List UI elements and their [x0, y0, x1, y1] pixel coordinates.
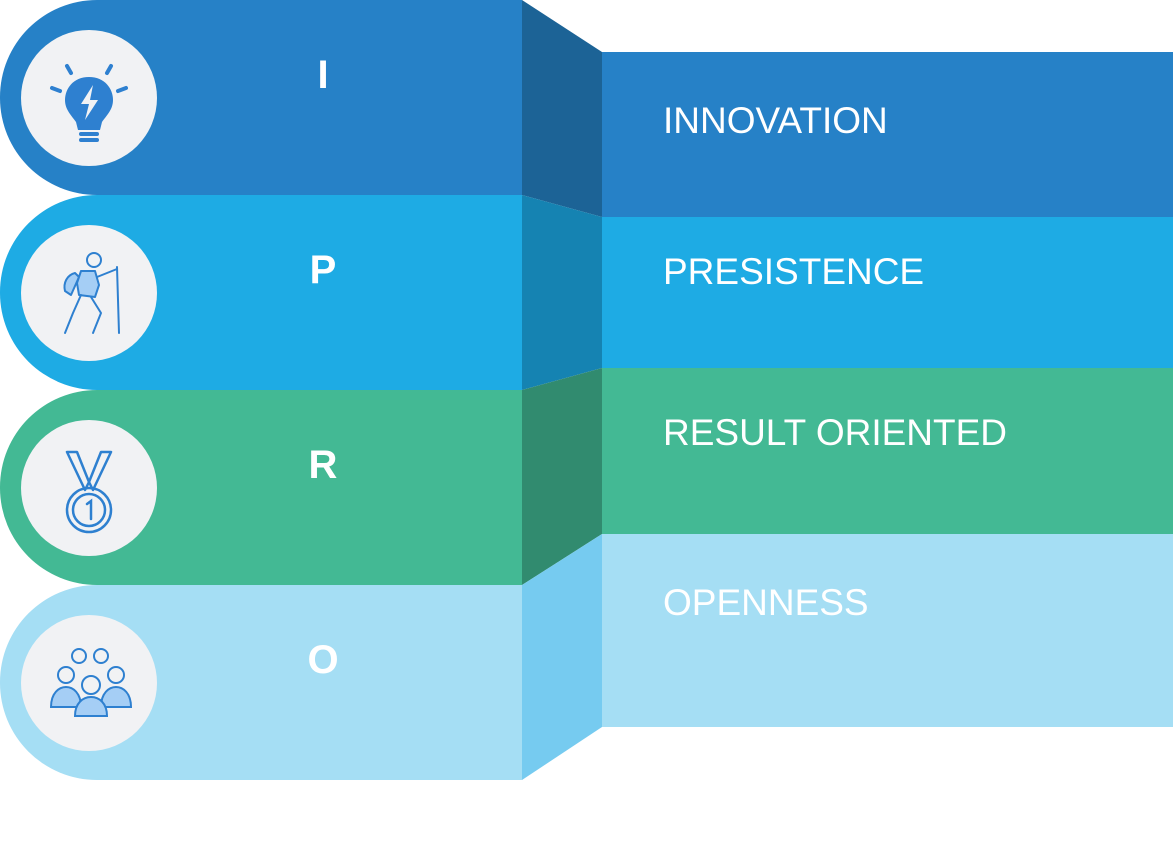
icon-circle-innovation: [21, 30, 157, 166]
band-result-oriented: RESULT ORIENTED: [602, 368, 1173, 534]
group-icon: [49, 648, 133, 717]
band-label-result-oriented: RESULT ORIENTED: [663, 412, 1008, 453]
connector-innovation: [522, 0, 602, 217]
lightbulb-icon: [50, 64, 128, 142]
icon-circle-result: [21, 420, 157, 556]
connector-persistence: [522, 195, 602, 390]
medal-icon: [65, 450, 113, 534]
band-openness: OPENNESS: [602, 534, 1173, 727]
band-persistence: PRESISTENCE: [602, 217, 1173, 368]
connector-result: [522, 368, 602, 585]
hiker-icon: [63, 252, 120, 334]
letter-i: I: [317, 53, 329, 97]
band-label-openness: OPENNESS: [663, 582, 869, 623]
tab-openness: O: [0, 585, 522, 780]
letter-p: P: [309, 248, 337, 292]
tab-result-oriented: R: [0, 390, 522, 585]
icon-circle-persistence: [21, 225, 157, 361]
band-innovation: INNOVATION: [602, 52, 1173, 217]
tab-innovation: I: [0, 0, 522, 195]
band-label-innovation: INNOVATION: [663, 100, 888, 141]
connector-openness: [522, 534, 602, 780]
letter-r: R: [308, 443, 338, 487]
band-label-persistence: PRESISTENCE: [663, 251, 925, 292]
letter-o: O: [307, 638, 339, 682]
tab-persistence: P: [0, 195, 522, 390]
icon-circle-openness: [21, 615, 157, 751]
